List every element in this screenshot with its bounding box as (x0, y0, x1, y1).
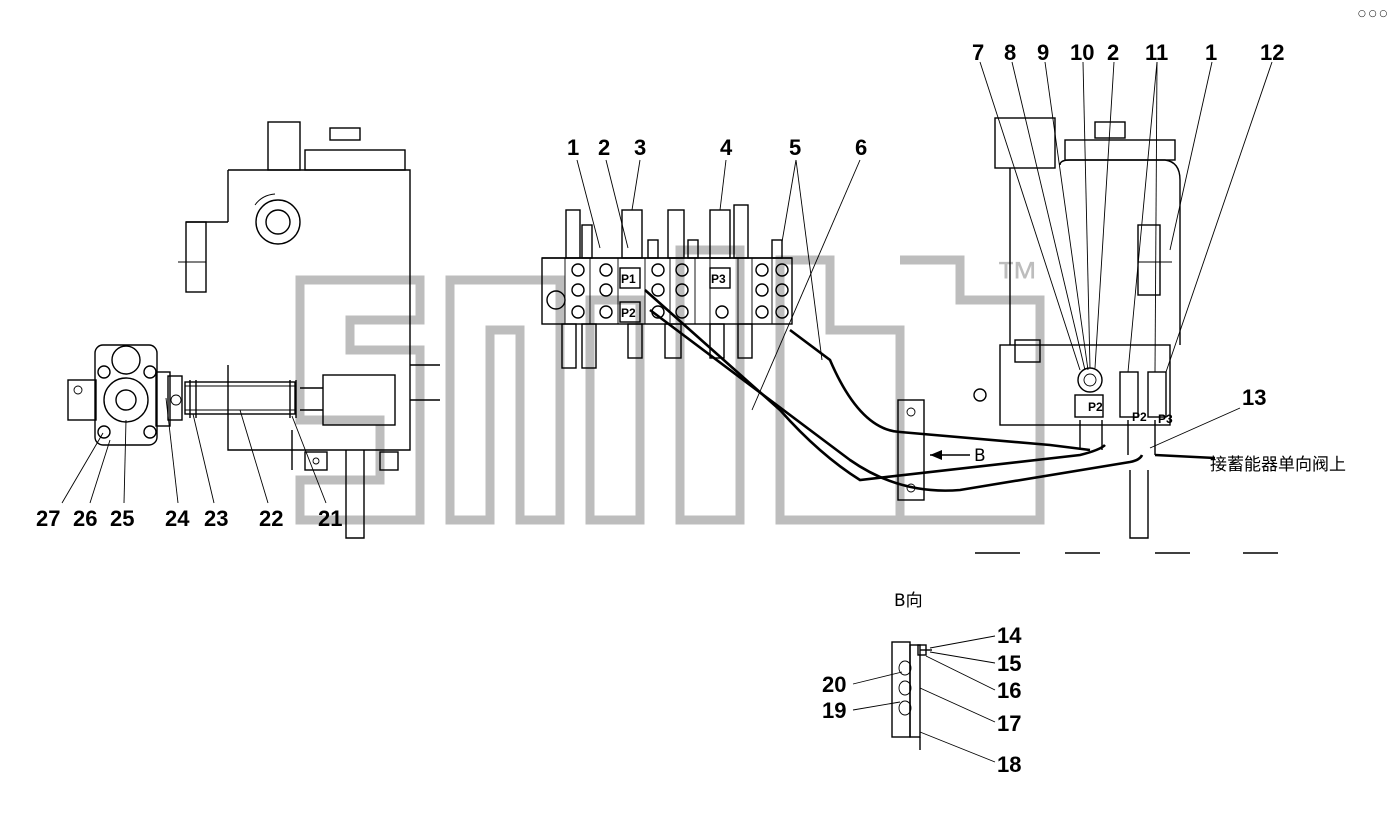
label-15: 15 (997, 651, 1021, 676)
b-view-title: B向 (894, 591, 923, 611)
leaders-b-view (852, 635, 996, 763)
leaders-left (61, 397, 327, 504)
label-14: 14 (997, 623, 1022, 648)
right-assembly: P2 P2 P3 (973, 117, 1278, 554)
label-v1: 1 (567, 135, 579, 160)
label-v3: 3 (634, 135, 646, 160)
bracket-plate (897, 399, 925, 501)
corner-mark: ○ ○ ○○○ (1358, 9, 1387, 19)
label-19: 19 (822, 698, 846, 723)
leaders-right (979, 61, 1273, 449)
hydraulic-tank (178, 121, 440, 539)
arrow-b: B (930, 446, 986, 466)
b-view-detail: B向 (891, 591, 932, 750)
label-v2: 2 (598, 135, 610, 160)
label-18: 18 (997, 752, 1021, 777)
label-20: 20 (822, 672, 846, 697)
labels-left: 27 26 25 24 23 22 21 (36, 506, 342, 531)
port-r-p2a: P2 (1088, 400, 1103, 414)
label-23: 23 (204, 506, 228, 531)
accumulator-note: 接蓄能器单向阀上 (1210, 455, 1346, 475)
label-22: 22 (259, 506, 283, 531)
label-r8: 8 (1004, 40, 1016, 65)
port-r-p3: P3 (1158, 412, 1173, 426)
label-25: 25 (110, 506, 134, 531)
port-p2: P2 (621, 306, 636, 320)
port-p3: P3 (711, 272, 726, 286)
trademark-symbol: ™ (995, 253, 1039, 302)
label-v6: 6 (855, 135, 867, 160)
port-p1: P1 (621, 272, 636, 286)
label-r2: 2 (1107, 40, 1119, 65)
label-r7: 7 (972, 40, 984, 65)
gear-pump (67, 344, 182, 446)
labels-valve: 1 2 3 4 5 6 (567, 135, 867, 160)
labels-right: 7 8 9 10 2 11 1 12 13 接蓄能器单向阀上 (972, 40, 1346, 475)
label-r9: 9 (1037, 40, 1049, 65)
valve-bank: P1 P2 P3 (541, 204, 793, 369)
label-16: 16 (997, 678, 1021, 703)
label-r10: 10 (1070, 40, 1094, 65)
label-r13: 13 (1242, 385, 1266, 410)
arrow-b-label: B (974, 446, 986, 466)
hoses (644, 289, 1216, 492)
leaders-valve (576, 159, 861, 411)
label-21: 21 (318, 506, 342, 531)
label-17: 17 (997, 711, 1021, 736)
label-24: 24 (165, 506, 190, 531)
label-r12: 12 (1260, 40, 1284, 65)
port-r-p2b: P2 (1132, 410, 1147, 424)
labels-b-view: 14 15 16 17 18 20 19 (822, 623, 1022, 777)
suction-pipe (167, 374, 396, 426)
label-v4: 4 (720, 135, 733, 160)
label-27: 27 (36, 506, 60, 531)
label-v5: 5 (789, 135, 801, 160)
label-r11: 11 (1145, 40, 1168, 65)
watermark-logo: ™ (295, 245, 1045, 525)
label-r1: 1 (1205, 40, 1217, 65)
label-26: 26 (73, 506, 97, 531)
